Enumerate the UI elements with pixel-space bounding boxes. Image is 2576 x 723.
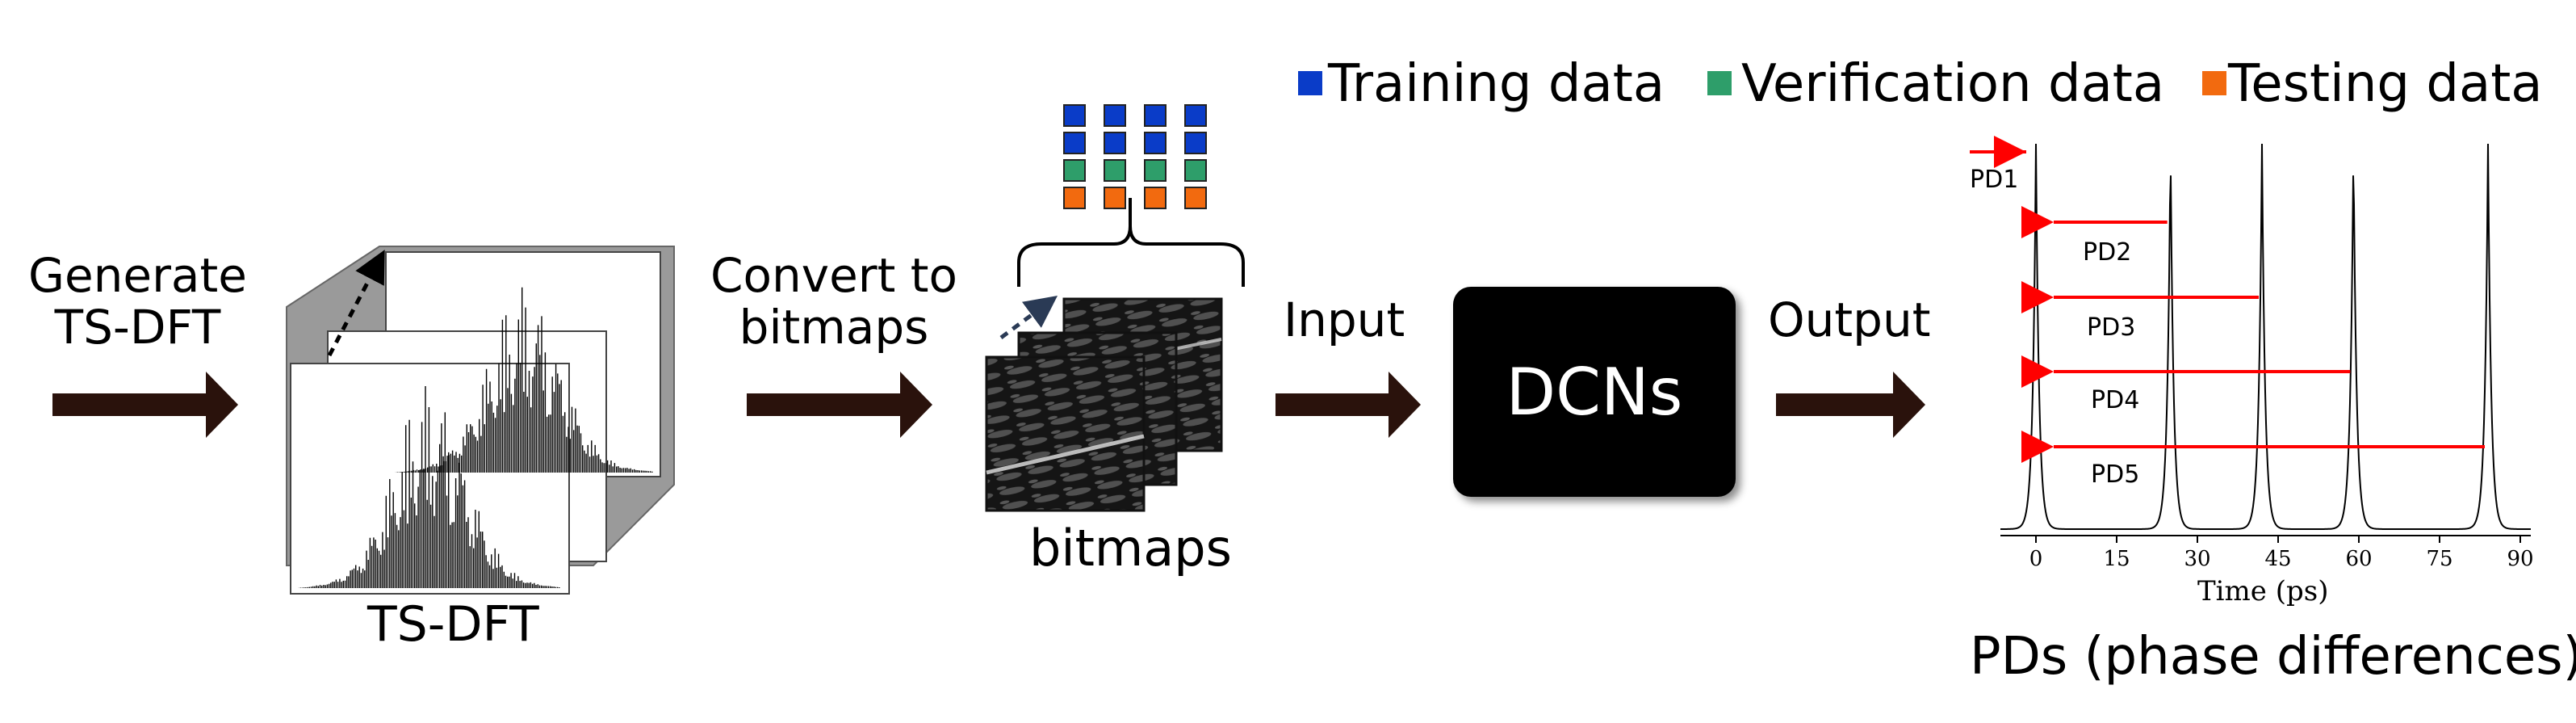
time-axis-tick-label: 15 <box>2103 547 2130 571</box>
flow-arrow-generate <box>52 372 238 438</box>
step-label-convert: Convert to bitmaps <box>710 248 958 355</box>
step-label-input: Input <box>1284 292 1405 347</box>
bitmaps-brace <box>1017 198 1245 287</box>
data-grid-cell <box>1063 187 1086 209</box>
time-axis-tick-label: 90 <box>2507 547 2534 571</box>
pd-plot <box>1970 136 2531 543</box>
time-axis-ticks <box>2035 536 2521 543</box>
time-axis-tick-label: 30 <box>2184 547 2211 571</box>
tsdft-panel-front <box>290 363 570 595</box>
data-grid-cell <box>1144 187 1167 209</box>
data-grid-cell <box>1063 132 1086 154</box>
spectrum-front <box>298 386 560 588</box>
time-axis-title: Time (ps) <box>2197 575 2329 607</box>
data-grid-cell <box>1144 159 1167 182</box>
pd-caption: PDs (phase differences) <box>1970 627 2576 687</box>
pd-arrows <box>1970 136 2485 463</box>
time-axis-tick-label: 60 <box>2345 547 2373 571</box>
bitmap-stack <box>985 296 1223 512</box>
tsdft-stack <box>286 246 675 595</box>
data-split-grid <box>1063 104 1207 209</box>
data-grid-cell <box>1144 132 1167 154</box>
tsdft-caption: TS-DFT <box>367 596 539 653</box>
time-axis-tick-label: 45 <box>2264 547 2292 571</box>
pd-label-3: PD3 <box>2087 313 2136 342</box>
data-grid-cell <box>1144 104 1167 127</box>
legend-swatch-verification <box>1707 71 1732 95</box>
flow-arrow-convert <box>747 372 932 438</box>
data-grid-cell <box>1184 104 1207 127</box>
legend-swatch-training <box>1298 71 1322 95</box>
data-grid-cell <box>1184 132 1207 154</box>
flow-arrow-output <box>1776 372 1925 438</box>
legend-swatch-testing <box>2202 71 2226 95</box>
data-grid-cell <box>1104 104 1126 127</box>
legend-label-verification: Verification data <box>1741 54 2165 114</box>
dcn-label: DCNs <box>1506 354 1683 430</box>
bitmap-stack-dashed-arrow <box>999 296 1058 340</box>
data-grid-cell <box>1063 159 1086 182</box>
data-grid-cell <box>1104 132 1126 154</box>
data-grid-cell <box>1104 159 1126 182</box>
data-grid-cell <box>1063 104 1086 127</box>
time-axis-tick-label: 75 <box>2426 547 2453 571</box>
legend-label-training: Training data <box>1328 54 1665 114</box>
data-grid-cell <box>1184 159 1207 182</box>
pd-label-1: PD1 <box>1970 166 2019 194</box>
data-grid-cell <box>1184 187 1207 209</box>
pd-label-4: PD4 <box>2091 386 2140 414</box>
pd-label-5: PD5 <box>2091 460 2140 489</box>
step-label-generate: Generate TS-DFT <box>28 248 247 355</box>
step-label-output: Output <box>1768 292 1931 347</box>
pd-label-2: PD2 <box>2083 238 2132 267</box>
flow-arrow-input <box>1275 372 1421 438</box>
pulse-trace <box>2000 143 2531 530</box>
legend-label-testing: Testing data <box>2228 54 2543 114</box>
tsdft-stack-dashed-arrow <box>327 250 385 357</box>
bitmap-front <box>985 355 1146 512</box>
dcn-block: DCNs <box>1453 287 1736 497</box>
bitmaps-caption: bitmaps <box>1029 519 1232 578</box>
time-axis-tick-label: 0 <box>2029 547 2043 571</box>
data-grid-cell <box>1104 187 1126 209</box>
